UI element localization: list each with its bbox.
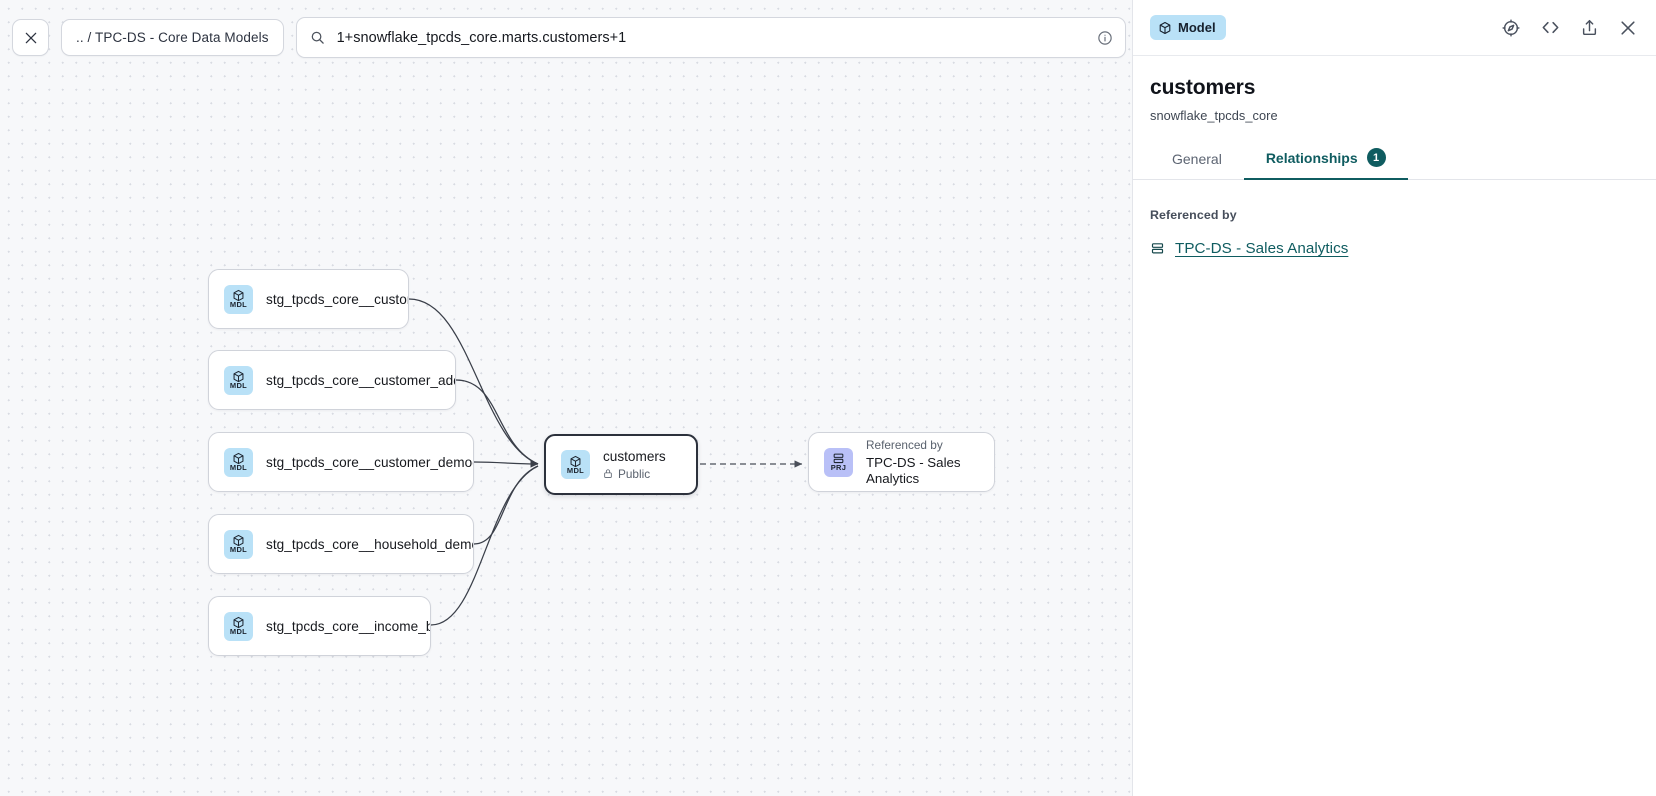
lineage-node-upstream[interactable]: MDL stg_tpcds_core__income_band bbox=[208, 596, 431, 656]
downstream-node-caption: Referenced by bbox=[866, 437, 943, 452]
lineage-canvas[interactable]: MDL stg_tpcds_core__customer MDL stg_tpc… bbox=[0, 0, 1132, 796]
section-label-referenced-by: Referenced by bbox=[1150, 208, 1237, 222]
lineage-graph: MDL stg_tpcds_core__customer MDL stg_tpc… bbox=[208, 269, 995, 656]
details-panel-title-block: customers snowflake_tpcds_core bbox=[1133, 56, 1656, 123]
model-badge-label: MDL bbox=[229, 300, 248, 309]
page-subtitle: snowflake_tpcds_core bbox=[1150, 108, 1278, 123]
info-circle-icon[interactable] bbox=[1097, 30, 1113, 46]
close-lineage-button[interactable] bbox=[12, 19, 49, 56]
page-title: customers bbox=[1150, 76, 1256, 99]
lineage-node-upstream[interactable]: MDL stg_tpcds_core__household_demogr… bbox=[208, 514, 474, 574]
search-icon bbox=[311, 31, 324, 44]
lineage-node-upstream[interactable]: MDL stg_tpcds_core__customer_address bbox=[208, 350, 456, 410]
model-badge-icon: MDL bbox=[224, 529, 253, 559]
details-panel: Model bbox=[1132, 0, 1656, 796]
lineage-search[interactable] bbox=[295, 17, 1126, 58]
tab-relationships[interactable]: Relationships 1 bbox=[1243, 148, 1408, 180]
resource-type-chip: Model bbox=[1150, 15, 1226, 40]
model-badge-label: MDL bbox=[566, 465, 585, 475]
model-badge-icon: MDL bbox=[224, 611, 253, 641]
model-badge-icon: MDL bbox=[224, 447, 253, 477]
model-badge-label: MDL bbox=[229, 381, 248, 390]
focus-node-access-label: Public bbox=[618, 466, 651, 481]
breadcrumb-label: .. / TPC-DS - Core Data Models bbox=[76, 30, 269, 45]
resource-type-label: Model bbox=[1178, 20, 1216, 35]
details-panel-body: Referenced by TPC-DS - Sales Analytics bbox=[1133, 180, 1656, 257]
tab-general-label: General bbox=[1172, 151, 1222, 167]
tab-relationships-label: Relationships bbox=[1265, 149, 1358, 166]
node-label: stg_tpcds_core__customer_address bbox=[266, 372, 455, 388]
close-panel-icon[interactable] bbox=[1618, 18, 1638, 38]
lineage-edges bbox=[408, 298, 803, 626]
node-label: stg_tpcds_core__income_band bbox=[266, 618, 430, 634]
share-icon[interactable] bbox=[1580, 18, 1599, 37]
reference-link[interactable]: TPC-DS - Sales Analytics bbox=[1175, 240, 1349, 257]
close-icon bbox=[25, 32, 36, 43]
model-badge-icon: MDL bbox=[224, 284, 253, 314]
focus-node-title: customers bbox=[603, 448, 666, 464]
node-label: stg_tpcds_core__customer_demogra… bbox=[266, 454, 473, 470]
lineage-node-upstream[interactable]: MDL stg_tpcds_core__customer bbox=[208, 269, 409, 329]
details-panel-actions bbox=[1501, 17, 1638, 38]
node-label: stg_tpcds_core__customer bbox=[266, 291, 408, 307]
code-icon[interactable] bbox=[1540, 17, 1561, 38]
model-badge-label: MDL bbox=[229, 545, 248, 554]
model-badge-label: MDL bbox=[229, 463, 248, 472]
tab-relationships-count: 1 bbox=[1366, 148, 1386, 167]
breadcrumb[interactable]: .. / TPC-DS - Core Data Models bbox=[61, 19, 284, 56]
cube-icon bbox=[1159, 21, 1171, 34]
downstream-node-title: TPC-DS - Sales Analytics bbox=[866, 454, 961, 486]
model-badge-icon: MDL bbox=[224, 365, 253, 395]
explore-icon[interactable] bbox=[1501, 18, 1521, 38]
model-badge-icon: MDL bbox=[561, 450, 590, 479]
lineage-node-upstream[interactable]: MDL stg_tpcds_core__customer_demogra… bbox=[208, 432, 474, 492]
lineage-node-downstream[interactable]: PRJ Referenced by TPC-DS - Sales Analyti… bbox=[808, 432, 995, 492]
model-badge-label: MDL bbox=[229, 627, 248, 636]
details-panel-header: Model bbox=[1133, 0, 1656, 56]
search-input[interactable] bbox=[334, 28, 1087, 47]
project-badge-icon: PRJ bbox=[824, 447, 853, 477]
node-label: stg_tpcds_core__household_demogr… bbox=[266, 536, 473, 552]
canvas-toolbar: .. / TPC-DS - Core Data Models bbox=[0, 0, 1132, 75]
tab-general[interactable]: General bbox=[1150, 151, 1244, 180]
focus-node-access: Public bbox=[603, 467, 666, 481]
reference-list-item[interactable]: TPC-DS - Sales Analytics bbox=[1150, 240, 1639, 257]
details-panel-tabs: General Relationships 1 bbox=[1133, 148, 1656, 180]
project-badge-label: PRJ bbox=[830, 463, 847, 472]
project-icon bbox=[1151, 243, 1164, 254]
lineage-node-focus[interactable]: MDL customers Public bbox=[544, 434, 698, 495]
lock-icon bbox=[604, 469, 612, 478]
